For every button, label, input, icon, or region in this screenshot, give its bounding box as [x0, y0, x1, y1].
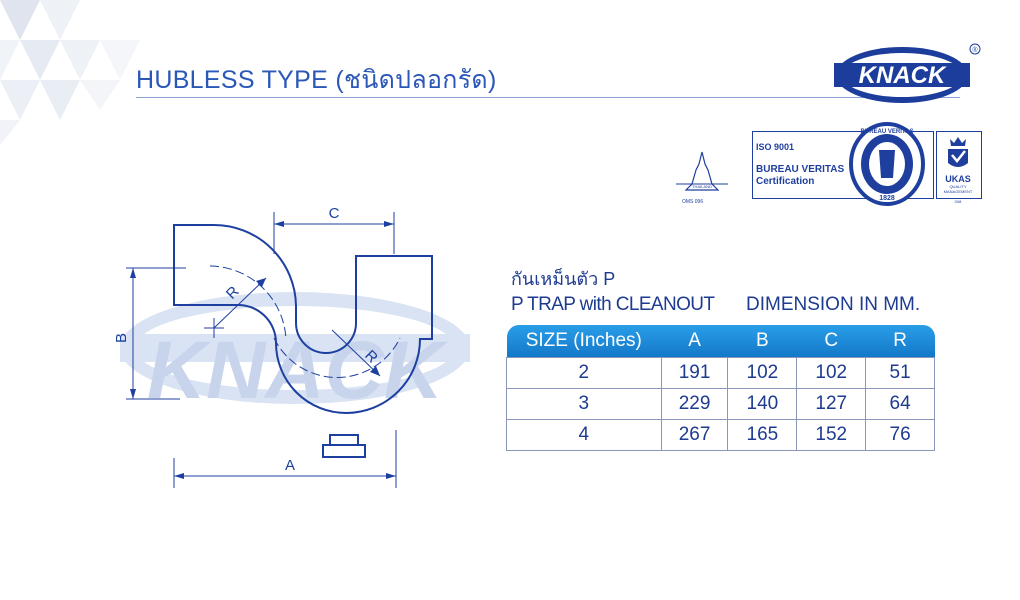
cell-c: 102: [796, 357, 867, 389]
cell-r: 76: [865, 419, 935, 451]
ukas-label: UKAS: [945, 174, 971, 184]
header-size: SIZE (Inches): [506, 325, 662, 358]
table-header-row: SIZE (Inches) A B C R: [506, 325, 935, 358]
cell-size: 3: [506, 388, 662, 420]
registered-mark: ®: [972, 46, 978, 54]
ukas-sub2: MANAGEMENT: [943, 189, 973, 194]
header-b: B: [727, 325, 797, 358]
corner-pattern: [0, 0, 140, 145]
ukas-sub1: QUALITY: [949, 184, 967, 189]
table-row: 4 267 165 152 76: [506, 419, 935, 451]
thai-label: THAILAND: [692, 184, 712, 189]
product-name-thai: กันเหม็นตัว P: [511, 269, 616, 289]
cell-a: 267: [660, 419, 729, 451]
cell-b: 102: [727, 357, 798, 389]
ukas-crown-check-icon: [948, 137, 968, 167]
cell-c: 152: [796, 419, 867, 451]
header-r: R: [865, 325, 935, 358]
cell-r: 51: [865, 357, 935, 389]
cell-r: 64: [865, 388, 935, 420]
p-trap-diagram: KNACK C A: [113, 205, 470, 488]
tis-code: OMS 096: [682, 199, 704, 205]
dim-a-label: A: [285, 457, 295, 474]
ukas-code: 008: [954, 199, 962, 204]
dimension-table: SIZE (Inches) A B C R 2 191 102 102 51 3…: [506, 325, 935, 451]
cell-b: 140: [727, 388, 798, 420]
bureau-veritas-seal-icon: BUREAU VERITAS 1828: [849, 122, 925, 206]
header-c: C: [796, 325, 866, 358]
dim-b-label: B: [113, 333, 130, 343]
watermark-text: KNACK: [147, 325, 449, 416]
certification-label: Certification: [756, 176, 815, 187]
knack-logo: KNACK ®: [834, 43, 981, 103]
seal-title: BUREAU VERITAS: [861, 129, 914, 135]
cell-a: 229: [660, 388, 729, 420]
product-name-english: P TRAP with CLEANOUT: [511, 294, 715, 315]
dimension-unit-label: DIMENSION IN MM.: [746, 294, 921, 315]
seal-year: 1828: [879, 195, 895, 202]
cell-size: 2: [506, 357, 662, 389]
logo-text: KNACK: [859, 62, 947, 89]
iso-label: ISO 9001: [756, 142, 795, 152]
cell-size: 4: [506, 419, 662, 451]
bureau-label: BUREAU VERITAS: [756, 164, 845, 175]
page-title: HUBLESS TYPE (ชนิดปลอกรัด): [136, 66, 497, 94]
cell-c: 127: [796, 388, 867, 420]
table-row: 2 191 102 102 51: [506, 357, 935, 389]
cell-b: 165: [727, 419, 798, 451]
cell-a: 191: [660, 357, 729, 389]
ukas-box: [936, 131, 982, 199]
table-row: 3 229 140 127 64: [506, 388, 935, 420]
dim-c-label: C: [329, 205, 340, 222]
title-divider: [136, 97, 960, 98]
header-a: A: [661, 325, 728, 358]
tis-mark-icon: THAILAND: [676, 151, 728, 191]
